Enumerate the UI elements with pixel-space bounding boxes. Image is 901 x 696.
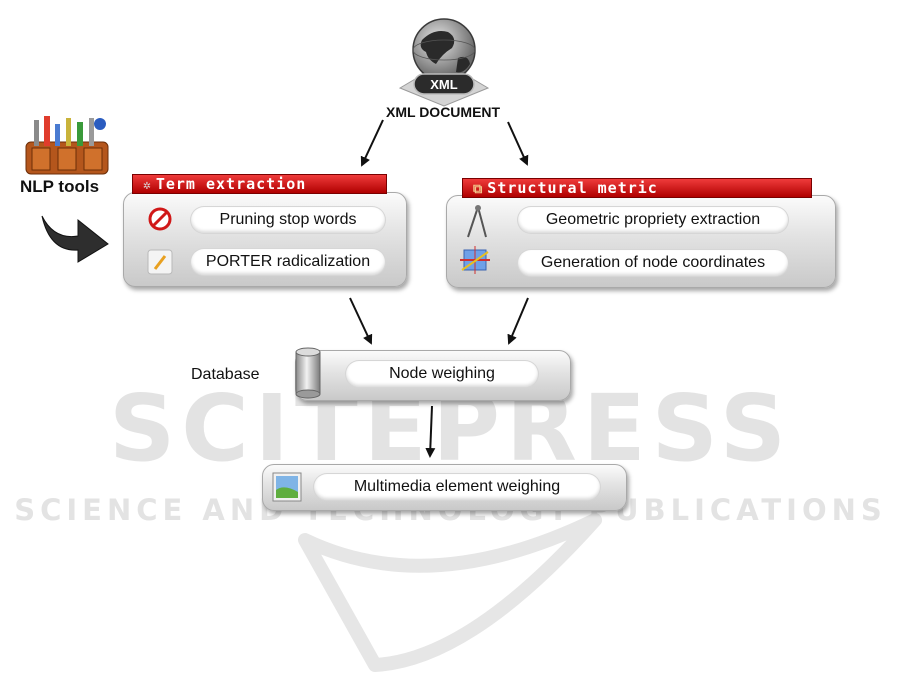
database-label: Database — [191, 366, 260, 384]
multimedia-weighing-item: Multimedia element weighing — [314, 474, 600, 500]
term-extraction-header: ✲Term extraction — [132, 174, 387, 194]
arrow-xml-to-term — [362, 120, 383, 165]
node-coordinates-item: Generation of node coordinates — [518, 250, 788, 276]
arrow-node-to-multimedia — [430, 406, 432, 456]
term-extraction-title: Term extraction — [156, 175, 306, 193]
node-weighing-item: Node weighing — [346, 361, 538, 387]
pencil-note-icon — [146, 248, 174, 276]
gear-icon: ✲ — [143, 177, 152, 195]
image-icon — [272, 472, 302, 502]
structure-icon: ⧉ — [473, 181, 483, 199]
porter-radicalization-item: PORTER radicalization — [191, 249, 385, 275]
coordinates-icon — [458, 244, 492, 276]
compass-icon — [462, 203, 490, 241]
structural-metric-header: ⧉Structural metric — [462, 178, 812, 198]
structural-metric-title: Structural metric — [487, 179, 658, 197]
geometric-propriety-item: Geometric propriety extraction — [518, 207, 788, 233]
arrow-xml-to-structural — [508, 122, 527, 164]
database-cylinder-icon — [293, 346, 323, 400]
stop-sign-icon — [148, 207, 172, 231]
arrow-structural-to-node — [509, 298, 528, 343]
pruning-stop-words-item: Pruning stop words — [191, 207, 385, 233]
arrow-term-to-node — [350, 298, 371, 343]
